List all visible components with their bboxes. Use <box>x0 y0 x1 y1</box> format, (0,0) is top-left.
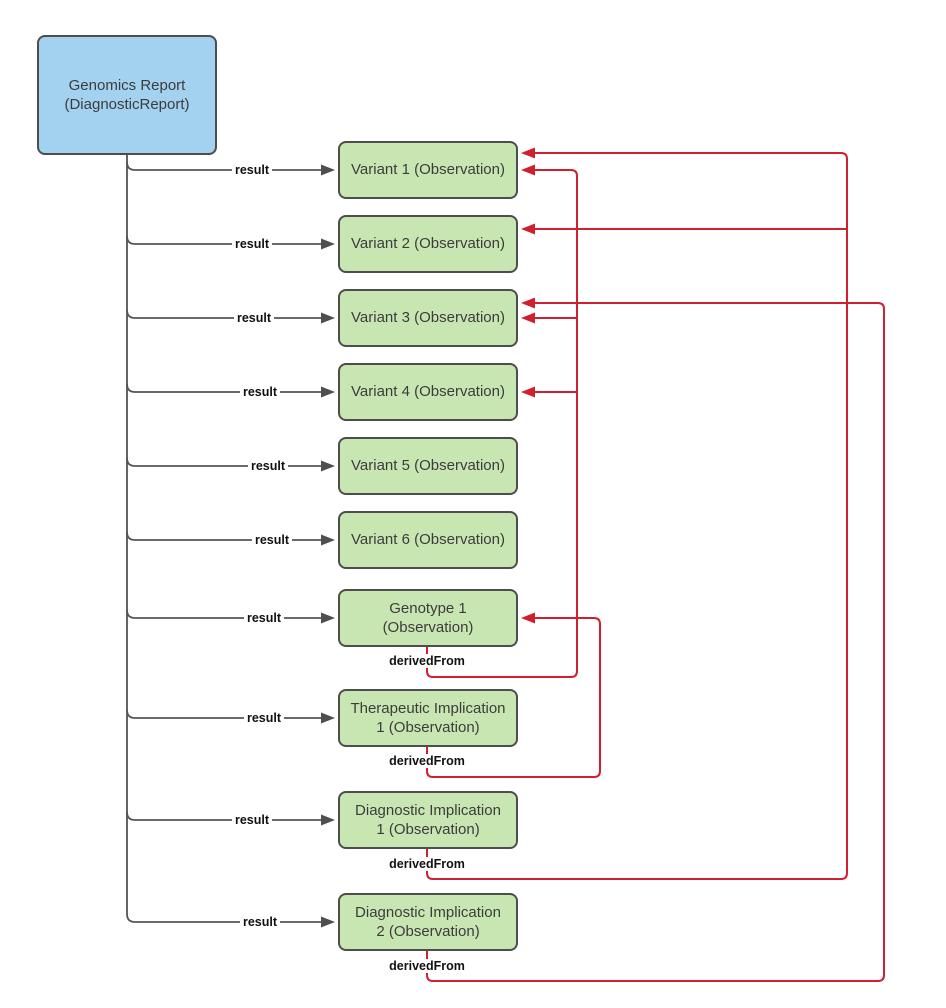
edge-result-therapeutic-implication-1 <box>126 709 335 724</box>
node-variant-2: Variant 2 (Observation) <box>338 215 518 273</box>
node-variant-4-label: Variant 4 (Observation) <box>351 383 505 401</box>
result-label-variant-3: result <box>233 311 275 325</box>
node-variant-3-label: Variant 3 (Observation) <box>351 309 505 327</box>
node-variant-5: Variant 5 (Observation) <box>338 437 518 495</box>
node-variant-1: Variant 1 (Observation) <box>338 141 518 199</box>
result-label-variant-1: result <box>231 163 273 177</box>
edge-result-variant-6 <box>126 531 335 546</box>
edge-result-diagnostic-implication-1 <box>126 811 335 826</box>
node-genotype-1: Genotype 1 (Observation) <box>338 589 518 647</box>
node-variant-6: Variant 6 (Observation) <box>338 511 518 569</box>
result-label-diagnostic-implication-2: result <box>239 915 281 929</box>
edge-result-variant-4 <box>126 383 335 398</box>
node-diagnostic-implication-1-label: Diagnostic Implication 1 (Observation) <box>355 801 501 839</box>
derivedfrom-label-genotype-1: derivedFrom <box>386 654 468 668</box>
derivedfrom-label-diagnostic-implication-2: derivedFrom <box>386 959 468 973</box>
node-therapeutic-implication-1: Therapeutic Implication 1 (Observation) <box>338 689 518 747</box>
node-diagnostic-implication-1: Diagnostic Implication 1 (Observation) <box>338 791 518 849</box>
node-variant-3: Variant 3 (Observation) <box>338 289 518 347</box>
edge-result-variant-3 <box>126 309 335 324</box>
node-therapeutic-implication-1-label: Therapeutic Implication 1 (Observation) <box>350 699 506 737</box>
result-label-variant-4: result <box>239 385 281 399</box>
node-genotype-1-label: Genotype 1 (Observation) <box>382 599 474 637</box>
edge-result-variant-1 <box>126 161 335 176</box>
edge-derivedfrom-diagnostic-implication-1-to-variant-1 <box>426 147 848 880</box>
node-variant-2-label: Variant 2 (Observation) <box>351 235 505 253</box>
edge-result-variant-5 <box>126 457 335 472</box>
node-genomics-report: Genomics Report (DiagnosticReport) <box>37 35 217 155</box>
edge-result-variant-2 <box>126 235 335 250</box>
derivedfrom-label-diagnostic-implication-1: derivedFrom <box>386 857 468 871</box>
result-label-variant-5: result <box>247 459 289 473</box>
edge-result-genotype-1 <box>126 609 335 624</box>
node-diagnostic-implication-2: Diagnostic Implication 2 (Observation) <box>338 893 518 951</box>
node-variant-5-label: Variant 5 (Observation) <box>351 457 505 475</box>
node-diagnostic-implication-2-label: Diagnostic Implication 2 (Observation) <box>355 903 501 941</box>
edge-derivedfrom-diagnostic-implication-2-to-variant-3 <box>426 297 885 982</box>
result-label-variant-6: result <box>251 533 293 547</box>
result-label-therapeutic-implication-1: result <box>243 711 285 725</box>
node-variant-4: Variant 4 (Observation) <box>338 363 518 421</box>
derivedfrom-label-therapeutic-implication-1: derivedFrom <box>386 754 468 768</box>
edge-result-trunk-and-diagnostic-implication-2 <box>126 155 335 928</box>
node-variant-1-label: Variant 1 (Observation) <box>351 161 505 179</box>
edge-derivedfrom-therapeutic-implication-1-to-genotype-1 <box>426 612 601 778</box>
result-label-genotype-1: result <box>243 611 285 625</box>
edge-derivedfrom-genotype-1-to-variant-1 <box>426 164 578 678</box>
node-genomics-report-label: Genomics Report (DiagnosticReport) <box>64 76 190 114</box>
result-label-variant-2: result <box>231 237 273 251</box>
node-variant-6-label: Variant 6 (Observation) <box>351 531 505 549</box>
result-label-diagnostic-implication-1: result <box>231 813 273 827</box>
